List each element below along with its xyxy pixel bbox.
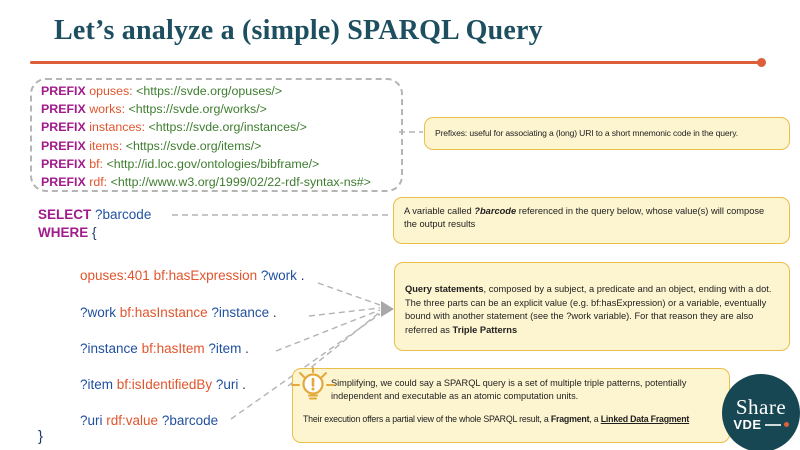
triple-pattern-1: opuses:401 bf:hasExpression ?work . [80,268,305,283]
callout-prefixes: Prefixes: useful for associating a (long… [424,117,790,150]
where-clause: WHERE { [38,225,97,240]
title-underline [30,61,758,64]
logo-line [764,423,781,426]
logo-vde-text: VDE [733,417,762,432]
prefix-line: PREFIX works: <https://svde.org/works/> [41,102,267,117]
prefix-line: PREFIX bf: <http://id.loc.gov/ontologies… [41,156,320,171]
closing-brace: } [38,428,44,445]
simplify-paragraph: Simplifying, we could say a SPARQL query… [331,378,687,402]
query-statements-emphasis: Query statements [405,284,484,295]
page-title: Let’s analyze a (simple) SPARQL Query [54,15,543,46]
triple-patterns-emphasis: Triple Patterns [452,324,518,335]
callout-simplify: Simplifying, we could say a SPARQL query… [292,368,730,443]
callout-query-statements: Query statements, composed by a subject,… [394,262,790,351]
prefix-declarations-box: PREFIX opuses: <https://svde.org/opuses/… [30,78,403,192]
callout-variable: A variable called ?barcode referenced in… [393,197,790,244]
fragment-paragraph: Their execution offers a partial view of… [303,413,690,424]
logo-orange-dot [783,422,789,427]
triple-pattern-4: ?item bf:isIdentifiedBy ?uri . [80,377,246,392]
variable-name-emphasis: ?barcode [474,206,517,216]
share-vde-logo: Share VDE [722,374,800,450]
linked-data-fragment-link: Linked Data Fragment [600,413,690,424]
prefix-line: PREFIX items: <https://svde.org/items/> [41,138,262,153]
triple-pattern-5: ?uri rdf:value ?barcode [80,413,219,428]
prefix-line: PREFIX instances: <https://svde.org/inst… [41,120,307,135]
prefix-line: PREFIX opuses: <https://svde.org/opuses/… [41,84,283,98]
title-underline-dot [757,58,766,67]
logo-share-text: Share [735,395,787,419]
callout-prefixes-text: Prefixes: useful for associating a (long… [435,127,738,138]
select-clause: SELECT ?barcode [38,207,152,222]
arrowhead-icon [381,301,394,317]
triple-pattern-2: ?work bf:hasInstance ?instance . [80,305,277,320]
prefix-line: PREFIX rdf: <http://www.w3.org/1999/02/2… [41,175,371,190]
triple-pattern-3: ?instance bf:hasItem ?item . [80,341,249,356]
